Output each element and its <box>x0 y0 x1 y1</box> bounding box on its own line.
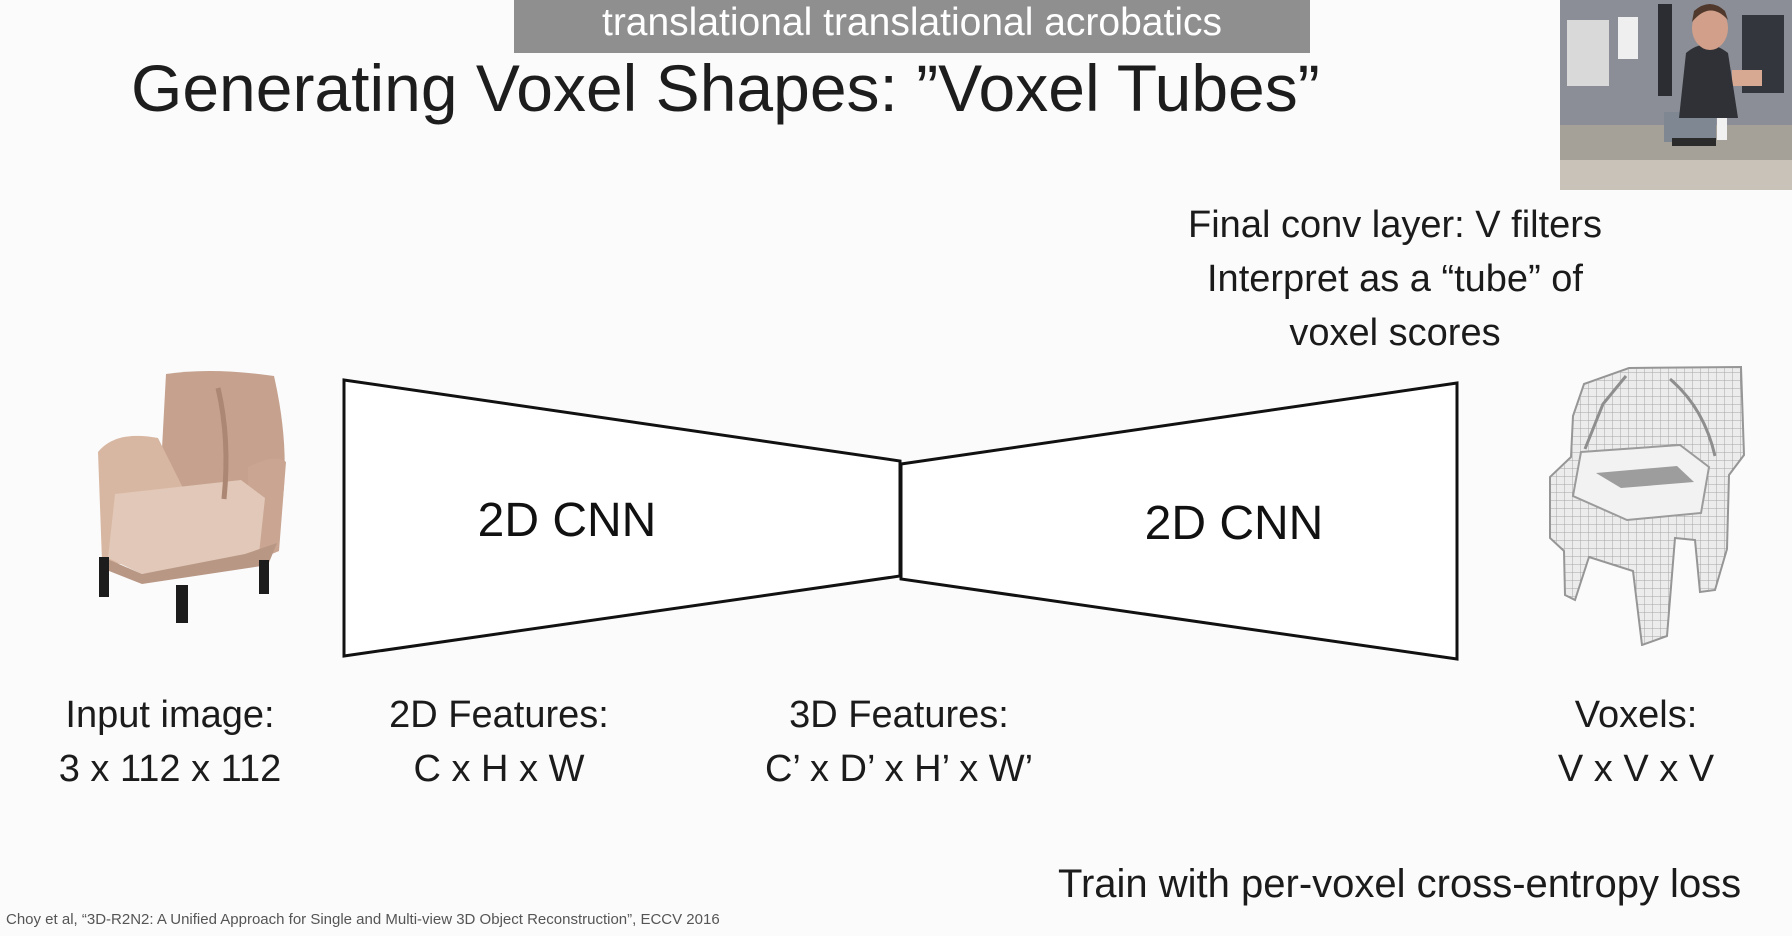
speaker-webcam-inset <box>1560 0 1792 190</box>
label-line: C’ x D’ x H’ x W’ <box>764 748 1034 790</box>
encoder-label: 2D CNN <box>478 494 657 547</box>
slide-title: Generating Voxel Shapes: ”Voxel Tubes” <box>131 51 1320 125</box>
annotation-line: Final conv layer: V filters <box>1188 204 1602 246</box>
input-chair-image <box>84 367 300 623</box>
label-line: 3 x 112 x 112 <box>58 748 282 790</box>
label-line: C x H x W <box>413 748 585 790</box>
voxel-chair-output <box>1524 364 1746 647</box>
voxels-label: Voxels: V x V x V <box>1441 688 1792 796</box>
paper-citation: Choy et al, “3D-R2N2: A Unified Approach… <box>6 911 720 928</box>
label-line: 3D Features: <box>789 694 1009 736</box>
training-loss-note: Train with per-voxel cross-entropy loss <box>1058 862 1742 906</box>
label-line: Input image: <box>65 694 275 736</box>
label-line: 2D Features: <box>389 694 609 736</box>
annotation-line: Interpret as a “tube” of <box>1207 258 1583 300</box>
features-2d-label: 2D Features: C x H x W <box>304 688 694 796</box>
armchair-illustration <box>98 370 286 623</box>
voxelized-chair-illustration <box>1549 365 1746 647</box>
label-line: Voxels: <box>1574 694 1698 736</box>
subtitle-caption: translational translational acrobatics <box>514 0 1310 53</box>
annotation-line: voxel scores <box>1289 312 1501 354</box>
label-line: V x V x V <box>1557 748 1715 790</box>
decoder-label: 2D CNN <box>1145 497 1324 550</box>
input-image-label: Input image: 3 x 112 x 112 <box>0 688 365 796</box>
features-3d-label: 3D Features: C’ x D’ x H’ x W’ <box>704 688 1094 796</box>
decoder-block <box>899 381 1459 661</box>
speaker-video-image <box>1560 0 1792 190</box>
final-layer-annotation: Final conv layer: V filters Interpret as… <box>1120 198 1670 360</box>
